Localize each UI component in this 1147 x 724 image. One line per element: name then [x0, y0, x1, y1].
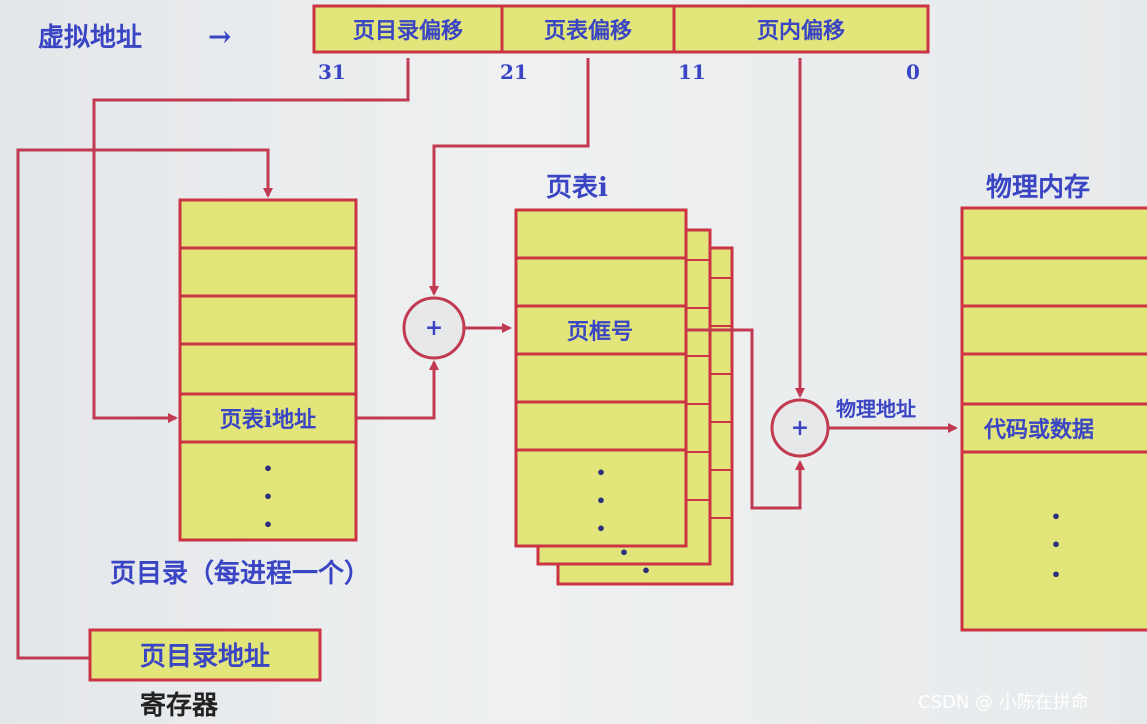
- bit-0: 0: [906, 60, 920, 84]
- title-arrow: →: [208, 20, 231, 53]
- mem-ellipsis-dot-3: •: [1051, 565, 1061, 584]
- adder-2-symbol: +: [791, 415, 809, 441]
- adder-1: +: [402, 296, 466, 360]
- bit-11: 11: [678, 60, 706, 84]
- wire-table-offset: [429, 58, 590, 296]
- dir-ellipsis-dot-2: •: [263, 487, 273, 506]
- adder-1-symbol: +: [425, 315, 443, 341]
- virtual-address-bar: 页目录偏移 页表偏移 页内偏移: [312, 4, 930, 54]
- physical-address-label: 物理地址: [836, 397, 916, 421]
- dir-ellipsis-dot-1: •: [263, 459, 273, 478]
- field-dir-offset-label: 页目录偏移: [353, 18, 463, 44]
- code-or-data-entry: 代码或数据: [983, 417, 1094, 443]
- pt-ellipsis-dot-3: •: [596, 519, 606, 538]
- page-table-front: [514, 208, 688, 548]
- wire-page-frame: [686, 328, 805, 510]
- page-table-title: 页表i: [546, 173, 608, 203]
- pt-back-dot-1: •: [619, 543, 629, 562]
- page-directory-caption: 页目录（每进程一个）: [110, 558, 370, 589]
- field-table-offset-cell: [500, 4, 676, 54]
- register-caption: 寄存器: [140, 690, 219, 720]
- wire-dir-entry: [356, 360, 439, 420]
- field-dir-offset-cell: [312, 4, 504, 54]
- mem-ellipsis-dot-1: •: [1051, 507, 1061, 526]
- wires: [16, 58, 958, 660]
- register-box: 页目录地址: [88, 628, 322, 682]
- watermark: CSDN @ 小陈在拼命: [918, 692, 1089, 713]
- adder-2: +: [770, 398, 830, 458]
- wire-dir-offset: [92, 58, 410, 423]
- page-table-stack: 页框号 • • • • •: [514, 208, 734, 586]
- physical-memory-title: 物理内存: [986, 173, 1090, 203]
- page-table-address-entry: 页表i地址: [220, 407, 316, 433]
- field-page-offset-label: 页内偏移: [757, 18, 845, 44]
- mem-ellipsis-dot-2: •: [1051, 535, 1061, 554]
- pt-ellipsis-dot-2: •: [596, 491, 606, 510]
- wire-register-base: [16, 148, 273, 660]
- virtual-address-title: 虚拟地址: [38, 23, 142, 53]
- pt-ellipsis-dot-1: •: [596, 463, 606, 482]
- page-directory: 页表i地址 • • •: [178, 198, 358, 542]
- bit-21: 21: [500, 60, 528, 84]
- page-directory-address-register: 页目录地址: [140, 642, 270, 672]
- dir-ellipsis-dot-3: •: [263, 515, 273, 534]
- physical-memory: 代码或数据 • • •: [960, 206, 1147, 632]
- field-page-offset-cell: [672, 4, 930, 54]
- bit-31: 31: [318, 60, 346, 84]
- pt-back-dot-2: •: [641, 561, 651, 580]
- field-table-offset-label: 页表偏移: [544, 18, 632, 44]
- page-frame-number-entry: 页框号: [567, 319, 633, 345]
